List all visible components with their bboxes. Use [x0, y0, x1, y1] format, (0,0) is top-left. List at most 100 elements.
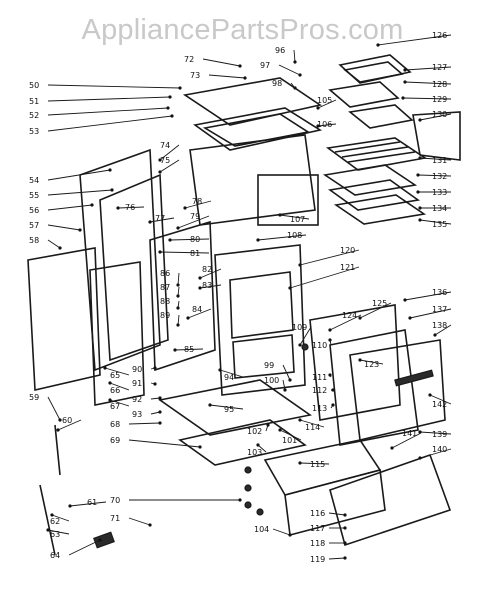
callout-60: 60 [62, 416, 72, 425]
callout-51: 51 [29, 97, 39, 106]
leader-dot-84 [186, 316, 190, 320]
leader-line-60 [57, 419, 82, 431]
leader-line-83 [199, 284, 222, 289]
callout-125: 125 [372, 299, 387, 308]
leader-line-84 [187, 308, 212, 319]
leader-dot-105 [316, 106, 320, 110]
leader-dot-136 [403, 298, 407, 302]
leader-line-77 [149, 217, 175, 223]
leader-dot-53 [170, 114, 174, 118]
leader-line-135 [419, 219, 452, 225]
callout-109: 109 [292, 323, 307, 332]
leader-dot-137 [408, 316, 412, 320]
callout-57: 57 [29, 221, 39, 230]
leader-line-104 [272, 528, 291, 536]
leader-dot-116 [343, 513, 347, 517]
leader-dot-54 [108, 168, 112, 172]
leader-dot-132 [416, 173, 420, 177]
leader-dot-92 [158, 396, 162, 400]
leader-line-74 [159, 144, 180, 161]
callout-74: 74 [160, 141, 170, 150]
leader-line-96 [293, 49, 296, 63]
leader-line-50 [47, 84, 181, 89]
leader-line-94 [219, 369, 244, 378]
leader-line-139 [419, 431, 452, 435]
callout-126: 126 [432, 31, 447, 40]
leader-dot-67 [108, 398, 112, 402]
leader-line-115 [299, 462, 330, 465]
leader-dot-127 [403, 68, 407, 72]
leader-line-89 [177, 314, 180, 326]
leader-dot-85 [173, 348, 177, 352]
leader-dot-93 [158, 410, 162, 414]
callout-100: 100 [264, 376, 279, 385]
leader-line-119 [328, 557, 346, 560]
leader-dot-94 [218, 368, 222, 372]
leader-dot-102 [266, 423, 270, 427]
leader-dot-56 [90, 203, 94, 207]
leader-line-137 [409, 308, 452, 319]
callout-84: 84 [192, 305, 202, 314]
leader-dot-128 [403, 80, 407, 84]
callout-117: 117 [310, 524, 325, 533]
leader-line-128 [404, 81, 452, 85]
callout-89: 89 [160, 311, 170, 320]
callout-52: 52 [29, 111, 39, 120]
leader-dot-72 [238, 64, 242, 68]
leader-line-68 [128, 422, 161, 425]
leader-line-126 [377, 34, 452, 46]
leader-line-127 [404, 66, 452, 71]
leader-line-138 [434, 324, 452, 336]
leader-dot-95 [208, 403, 212, 407]
callout-62: 62 [50, 517, 60, 526]
leader-dot-107 [278, 213, 282, 217]
cooktop-panel [182, 77, 323, 151]
leader-line-99 [282, 364, 291, 381]
leader-line-106 [317, 123, 337, 127]
leader-line-51 [47, 96, 171, 102]
callout-103: 103 [247, 448, 262, 457]
leader-dot-133 [416, 190, 420, 194]
leader-dot-59 [58, 418, 62, 422]
leader-dot-66 [108, 381, 112, 385]
callout-132: 132 [432, 172, 447, 181]
leader-dot-121 [288, 286, 292, 290]
leader-dot-118 [343, 541, 347, 545]
callout-80: 80 [190, 235, 200, 244]
callout-110: 110 [312, 341, 327, 350]
leader-dot-63 [46, 528, 50, 532]
callout-118: 118 [310, 539, 325, 548]
leader-dot-141 [390, 446, 394, 450]
kick-panel [329, 453, 452, 547]
leader-line-105 [317, 99, 337, 109]
callout-111: 111 [312, 373, 327, 382]
leader-dot-55 [110, 188, 114, 192]
leader-dot-68 [158, 421, 162, 425]
leader-line-75 [159, 159, 180, 173]
leader-dot-62 [50, 513, 54, 517]
callout-95: 95 [224, 405, 234, 414]
side-panel-right [412, 111, 461, 161]
leader-dot-96 [293, 60, 297, 64]
leader-dot-123 [358, 358, 362, 362]
callout-71: 71 [110, 514, 120, 523]
callout-55: 55 [29, 191, 39, 200]
leader-dot-58 [58, 246, 62, 250]
leader-line-97 [278, 64, 301, 76]
leader-line-108 [257, 234, 307, 241]
leader-dot-52 [166, 106, 170, 110]
leader-line-142 [429, 394, 452, 405]
leader-line-107 [279, 214, 310, 220]
leader-dot-69 [198, 445, 202, 449]
leader-line-121 [289, 266, 360, 289]
leader-dot-100 [283, 388, 287, 392]
callout-69: 69 [110, 436, 120, 445]
leader-dot-79 [176, 226, 180, 230]
leader-line-132 [417, 174, 452, 177]
leader-line-125 [359, 302, 392, 319]
leader-dot-110 [328, 338, 332, 342]
callout-82: 82 [202, 265, 212, 274]
leader-line-63 [47, 529, 70, 535]
side-panel-left [27, 247, 145, 406]
leader-dot-112 [331, 388, 335, 392]
